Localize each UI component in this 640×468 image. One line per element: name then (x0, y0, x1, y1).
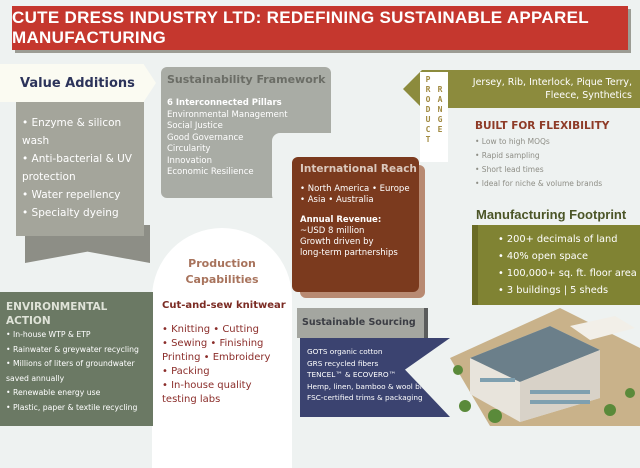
list-item: • Low to high MOQs (475, 137, 550, 146)
flexibility-heading: BUILT FOR FLEXIBILITY (475, 120, 610, 132)
list-item: • Rainwater & greywater recycling (6, 344, 139, 354)
international-reach-panel: International Reach • North America • Eu… (292, 157, 419, 292)
region-line: • Asia • Australia (300, 195, 374, 205)
list-item: • 40% open space (498, 251, 589, 262)
list-item: • In-house WTP & ETP (6, 330, 91, 339)
list-item: • Plastic, paper & textile recycling (6, 402, 138, 412)
product-range-line: Jersey, Rib, Interlock, Pique Terry, (472, 77, 632, 88)
list-item: TENCEL™ & ECOVERO™ (307, 370, 396, 380)
list-item: • Anti-bacterial & UV protection (22, 153, 132, 183)
list-item: • Short lead times (475, 165, 544, 174)
product-range-line: Fleece, Synthetics (545, 90, 632, 101)
value-additions-heading: Value Additions (0, 64, 156, 102)
list-item: Hemp, linen, bamboo & wool blends (307, 381, 440, 391)
production-capabilities-heading: Production Capabilities (185, 257, 259, 286)
sustainable-sourcing-heading: Sustainable Sourcing (297, 308, 428, 338)
list-item: • Rapid sampling (475, 151, 540, 160)
page-title: CUTE DRESS INDUSTRY LTD: REDEFINING SUST… (12, 6, 628, 50)
list-item: • Enzyme & silicon wash (22, 117, 122, 147)
environmental-action-panel: ENVIRONMENTAL ACTION • In-house WTP & ET… (0, 292, 153, 426)
pillars-subheading: 6 Interconnected Pillars (167, 98, 282, 108)
built-for-flexibility-section: BUILT FOR FLEXIBILITY • Low to high MOQs… (475, 120, 640, 191)
list-item: GOTS organic cotton (307, 347, 383, 356)
list-item: Printing • Embroidery (162, 352, 271, 363)
list-item: FSC-certified trims & packaging (307, 393, 423, 403)
list-item: • 100,000+ sq. ft. floor area (498, 268, 637, 279)
region-line: • North America • Europe (300, 184, 410, 194)
list-item: Innovation (167, 155, 213, 166)
international-reach-heading: International Reach (300, 163, 417, 175)
value-additions-panel: • Enzyme & silicon wash • Anti-bacterial… (16, 102, 144, 236)
knitwear-subheading: Cut-and-sew knitwear (162, 300, 286, 311)
list-item: Environmental Management (167, 109, 288, 120)
list-item: GRS recycled fibers (307, 358, 379, 368)
sustainable-sourcing-panel: GOTS organic cotton GRS recycled fibers … (300, 338, 450, 417)
list-item: • Water repellency (22, 189, 121, 201)
list-item: • 3 buildings | 5 sheds (498, 285, 609, 296)
revenue-line: ~USD 8 million (300, 226, 365, 236)
product-word: PRODUCT (425, 75, 431, 144)
revenue-line: Growth driven by (300, 237, 374, 247)
list-item: • Renewable energy use (6, 388, 101, 397)
manufacturing-footprint-panel: • 200+ decimals of land • 40% open space… (472, 225, 640, 305)
production-capabilities-panel: Production Capabilities Cut-and-sew knit… (152, 228, 292, 468)
list-item: • Sewing • Finishing (162, 338, 264, 349)
range-word: RANGE (437, 85, 443, 134)
list-item: Social Justice (167, 121, 223, 131)
list-item: Good Governance (167, 132, 244, 143)
list-item: • Specialty dyeing (22, 207, 119, 219)
product-range-label: PRODUCT RANGE (420, 72, 448, 162)
list-item: • Millions of liters of groundwater save… (6, 359, 135, 383)
list-item: • Ideal for niche & volume brands (475, 179, 603, 188)
list-item: Circularity (167, 144, 211, 154)
factory-building-illustration (450, 308, 640, 426)
list-item: • In-house quality testing labs (162, 380, 252, 405)
revenue-label: Annual Revenue: (300, 215, 382, 225)
list-item: • Packing (162, 366, 210, 377)
manufacturing-footprint-heading: Manufacturing Footprint (476, 207, 627, 222)
list-item: • 200+ decimals of land (498, 234, 618, 245)
sustainability-framework-heading: Sustainability Framework (167, 73, 326, 86)
list-item: • Knitting • Cutting (162, 324, 259, 335)
revenue-line: long-term partnerships (300, 248, 398, 258)
environmental-action-heading: ENVIRONMENTAL ACTION (6, 301, 108, 327)
list-item: Economic Resilience (167, 167, 254, 177)
